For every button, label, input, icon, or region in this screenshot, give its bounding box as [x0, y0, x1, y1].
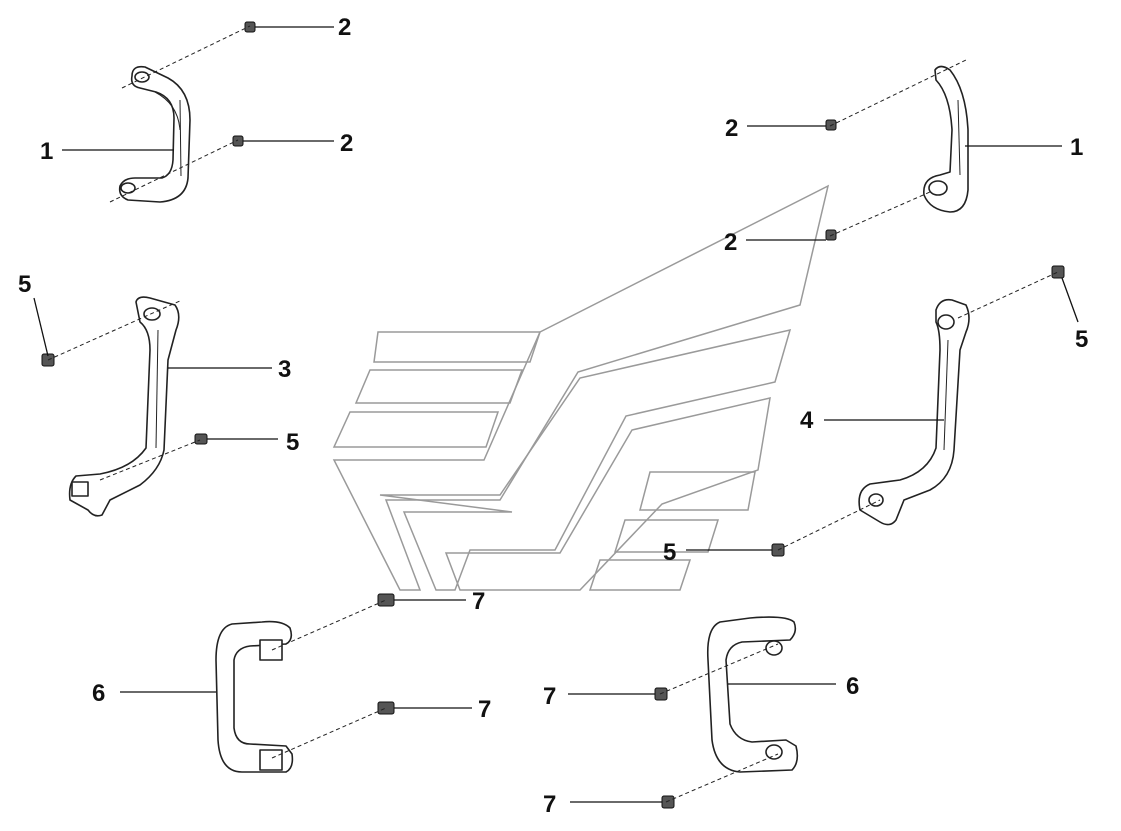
callout-bl-6: 6: [92, 680, 105, 707]
assist-handle-left: [68, 296, 180, 517]
bolt-tl-2b: [232, 135, 244, 147]
callout-br-6: 6: [846, 673, 859, 700]
leader-lines: [33, 26, 1079, 803]
grab-handle-top-right: [923, 65, 969, 213]
callout-mr-4: 4: [800, 407, 814, 434]
callout-br-7b: 7: [543, 791, 556, 818]
callout-bl-7a: 7: [472, 588, 485, 615]
bolt-tl-2a: [244, 21, 256, 33]
callout-tr-2a: 2: [725, 115, 738, 142]
callout-labels: 1 2 2 1 2 2 5 3 5 5 4 5 6 7 7 6 7 7: [18, 14, 1088, 818]
callout-ml-5a: 5: [18, 271, 31, 298]
assist-handle-right: [858, 298, 970, 526]
bolt-ml-5b: [194, 433, 208, 445]
bolt-bl-7a: [377, 593, 395, 607]
callout-br-7a: 7: [543, 683, 556, 710]
callout-mr-5b: 5: [663, 539, 676, 566]
bolt-tr-2b: [825, 229, 837, 241]
callout-ml-5b: 5: [286, 429, 299, 456]
callout-bl-7b: 7: [478, 696, 491, 723]
callout-mr-5a: 5: [1075, 326, 1088, 353]
watermark-logo: [332, 184, 830, 591]
grab-handle-top-left: [118, 65, 191, 203]
callout-tl-2a: 2: [338, 14, 351, 41]
grip-handle-bottom-right: [706, 616, 799, 773]
callout-ml-3: 3: [278, 356, 291, 383]
assembly-lines: [47, 25, 1059, 803]
callout-tl-1: 1: [40, 138, 53, 165]
bolt-br-7b: [661, 795, 675, 809]
bolt-mr-5a: [1051, 265, 1065, 279]
grip-handle-bottom-left: [215, 620, 294, 773]
callout-tr-2b: 2: [724, 229, 737, 256]
bolt-bl-7b: [377, 701, 395, 715]
callout-tr-1: 1: [1070, 134, 1083, 161]
callout-tl-2b: 2: [340, 130, 353, 157]
